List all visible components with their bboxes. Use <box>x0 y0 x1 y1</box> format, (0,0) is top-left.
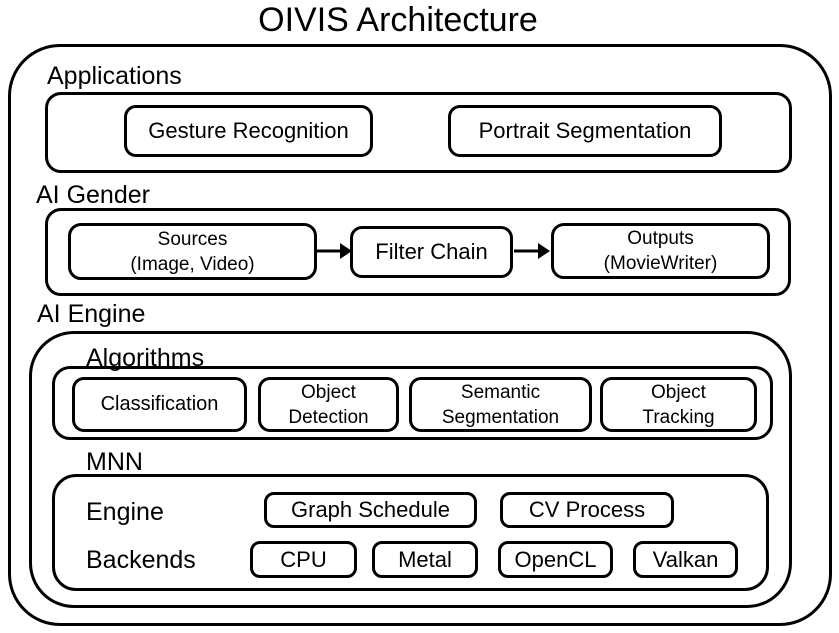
node-object-detection: Object Detection <box>258 377 399 432</box>
node-gesture-recognition: Gesture Recognition <box>124 105 373 157</box>
node-label: Metal <box>398 546 452 572</box>
node-label-line1: Object <box>301 381 356 403</box>
node-portrait-segmentation: Portrait Segmentation <box>448 105 722 157</box>
mnn-engine-row-label: Engine <box>86 498 164 526</box>
node-label: OpenCL <box>514 546 597 572</box>
node-label: Valkan <box>652 546 719 572</box>
node-label-line2: Tracking <box>642 406 715 428</box>
node-label-line1: Object <box>651 381 706 403</box>
node-label-line2: Detection <box>288 406 369 428</box>
node-label: CPU <box>280 546 327 572</box>
mnn-box <box>52 474 769 591</box>
ai-engine-label: AI Engine <box>37 300 146 328</box>
node-cv-process: CV Process <box>500 492 674 528</box>
outer-container-box <box>8 44 832 626</box>
arrow-filterchain-to-outputs-icon <box>514 243 550 259</box>
diagram-title: OIVIS Architecture <box>258 1 538 39</box>
applications-box <box>45 92 792 173</box>
node-cpu: CPU <box>250 541 357 578</box>
arrow-sources-to-filterchain-icon <box>316 243 352 259</box>
node-label: CV Process <box>528 497 646 522</box>
node-graph-schedule: Graph Schedule <box>264 492 477 528</box>
mnn-label: MNN <box>86 448 143 476</box>
node-label: Graph Schedule <box>291 497 450 522</box>
mnn-backends-row-label: Backends <box>86 546 196 574</box>
node-metal: Metal <box>372 541 478 578</box>
node-label-line1: Outputs <box>627 228 694 249</box>
node-label-line2: (MovieWriter) <box>603 253 718 274</box>
node-label-line2: (Image, Video) <box>130 253 255 275</box>
node-label-line1: Semantic <box>460 381 541 403</box>
node-filter-chain: Filter Chain <box>350 226 513 278</box>
node-label-line1: Sources <box>157 228 228 250</box>
algorithms-box <box>52 366 773 440</box>
ai-gender-box <box>45 208 791 296</box>
applications-label: Applications <box>47 62 182 90</box>
node-label: Filter Chain <box>375 239 488 264</box>
ai-engine-box <box>29 331 792 608</box>
node-classification: Classification <box>72 377 247 432</box>
node-valkan: Valkan <box>633 541 738 578</box>
node-label: Gesture Recognition <box>148 118 349 143</box>
node-outputs: Outputs (MovieWriter) <box>551 223 770 279</box>
node-semantic-segmentation: Semantic Segmentation <box>409 377 592 432</box>
node-label: Portrait Segmentation <box>478 118 692 143</box>
node-sources: Sources (Image, Video) <box>68 223 317 280</box>
node-opencl: OpenCL <box>498 541 613 578</box>
node-label: Classification <box>100 393 219 415</box>
ai-gender-label: AI Gender <box>36 181 150 209</box>
node-label-line2: Segmentation <box>441 406 560 428</box>
node-object-tracking: Object Tracking <box>600 377 757 432</box>
